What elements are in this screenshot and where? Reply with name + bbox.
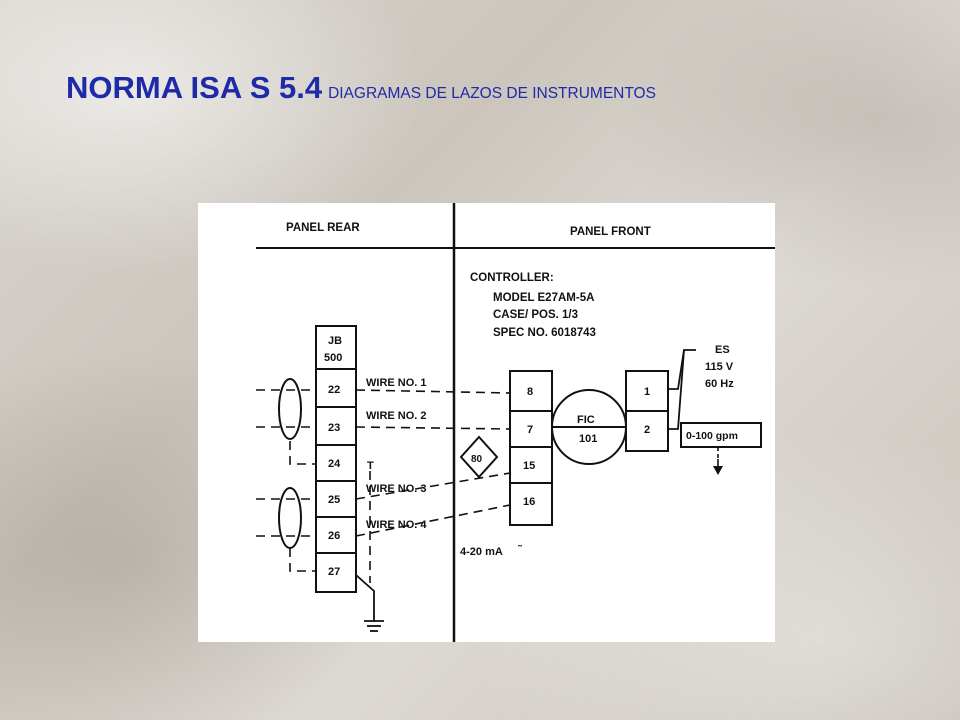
controller-heading: CONTROLLER: bbox=[470, 272, 554, 284]
jb-terminal: 22 bbox=[328, 384, 340, 396]
diamond-label: 80 bbox=[471, 454, 483, 465]
title-subtitle: DIAGRAMAS DE LAZOS DE INSTRUMENTOS bbox=[328, 85, 656, 102]
panel-front-label: PANEL FRONT bbox=[570, 226, 651, 238]
wire-label: WIRE NO. 3 bbox=[366, 483, 427, 495]
power-terminal-block bbox=[625, 370, 669, 452]
power-terminal: 2 bbox=[644, 424, 650, 436]
loop-diagram-svg: PANEL REAR PANEL FRONT CONTROLLER: MODEL… bbox=[256, 203, 775, 642]
jb-terminal: 26 bbox=[328, 530, 340, 542]
range-label: 0-100 gpm bbox=[686, 430, 738, 442]
wire-label: WIRE NO. 2 bbox=[366, 410, 427, 422]
es-voltage: 115 V bbox=[705, 361, 734, 373]
controller-terminal-strip bbox=[509, 370, 553, 526]
field-wires-left bbox=[256, 389, 316, 572]
range-box bbox=[680, 422, 762, 448]
signal-label: 4-20 mA bbox=[460, 546, 503, 558]
shield-oval bbox=[278, 487, 302, 549]
panel-rear-label: PANEL REAR bbox=[286, 222, 360, 234]
fic-number: 101 bbox=[579, 433, 597, 445]
wire-label: WIRE NO. 1 bbox=[366, 377, 427, 389]
title-main: NORMA ISA S 5.4 bbox=[66, 70, 323, 105]
jb-terminal: 27 bbox=[328, 566, 340, 578]
jb-number: 500 bbox=[324, 352, 342, 364]
power-terminal: 1 bbox=[644, 386, 650, 398]
controller-terminal: 7 bbox=[527, 424, 533, 436]
signal-tick-mark: ˜ bbox=[517, 544, 523, 556]
controller-spec: SPEC NO. 6018743 bbox=[493, 327, 596, 339]
controller-terminal: 15 bbox=[523, 460, 535, 472]
fic-tag: FIC bbox=[577, 414, 595, 426]
jb-terminal: 25 bbox=[328, 494, 340, 506]
es-frequency: 60 Hz bbox=[705, 378, 734, 390]
test-point-mark: T bbox=[367, 460, 374, 472]
es-label: ES bbox=[715, 344, 730, 356]
junction-box bbox=[315, 325, 357, 593]
controller-case: CASE/ POS. 1/3 bbox=[493, 309, 578, 321]
loop-diagram: PANEL REAR PANEL FRONT CONTROLLER: MODEL… bbox=[198, 203, 775, 642]
jb-terminal: 24 bbox=[328, 458, 341, 470]
controller-model: MODEL E27AM-5A bbox=[493, 292, 594, 304]
jb-to-controller-wires bbox=[355, 389, 511, 583]
jb-label: JB bbox=[328, 335, 342, 347]
range-arrow-head bbox=[713, 466, 723, 475]
jb-terminal: 23 bbox=[328, 422, 340, 434]
es-bracket bbox=[668, 349, 696, 430]
controller-terminal: 8 bbox=[527, 386, 533, 398]
slide-title: NORMA ISA S 5.4 DIAGRAMAS DE LAZOS DE INS… bbox=[66, 70, 656, 106]
ground-symbol bbox=[355, 574, 384, 632]
wire-label: WIRE NO. 4 bbox=[366, 519, 427, 531]
controller-terminal: 16 bbox=[523, 496, 535, 508]
diamond-symbol bbox=[459, 435, 499, 479]
shield-oval bbox=[278, 378, 302, 440]
